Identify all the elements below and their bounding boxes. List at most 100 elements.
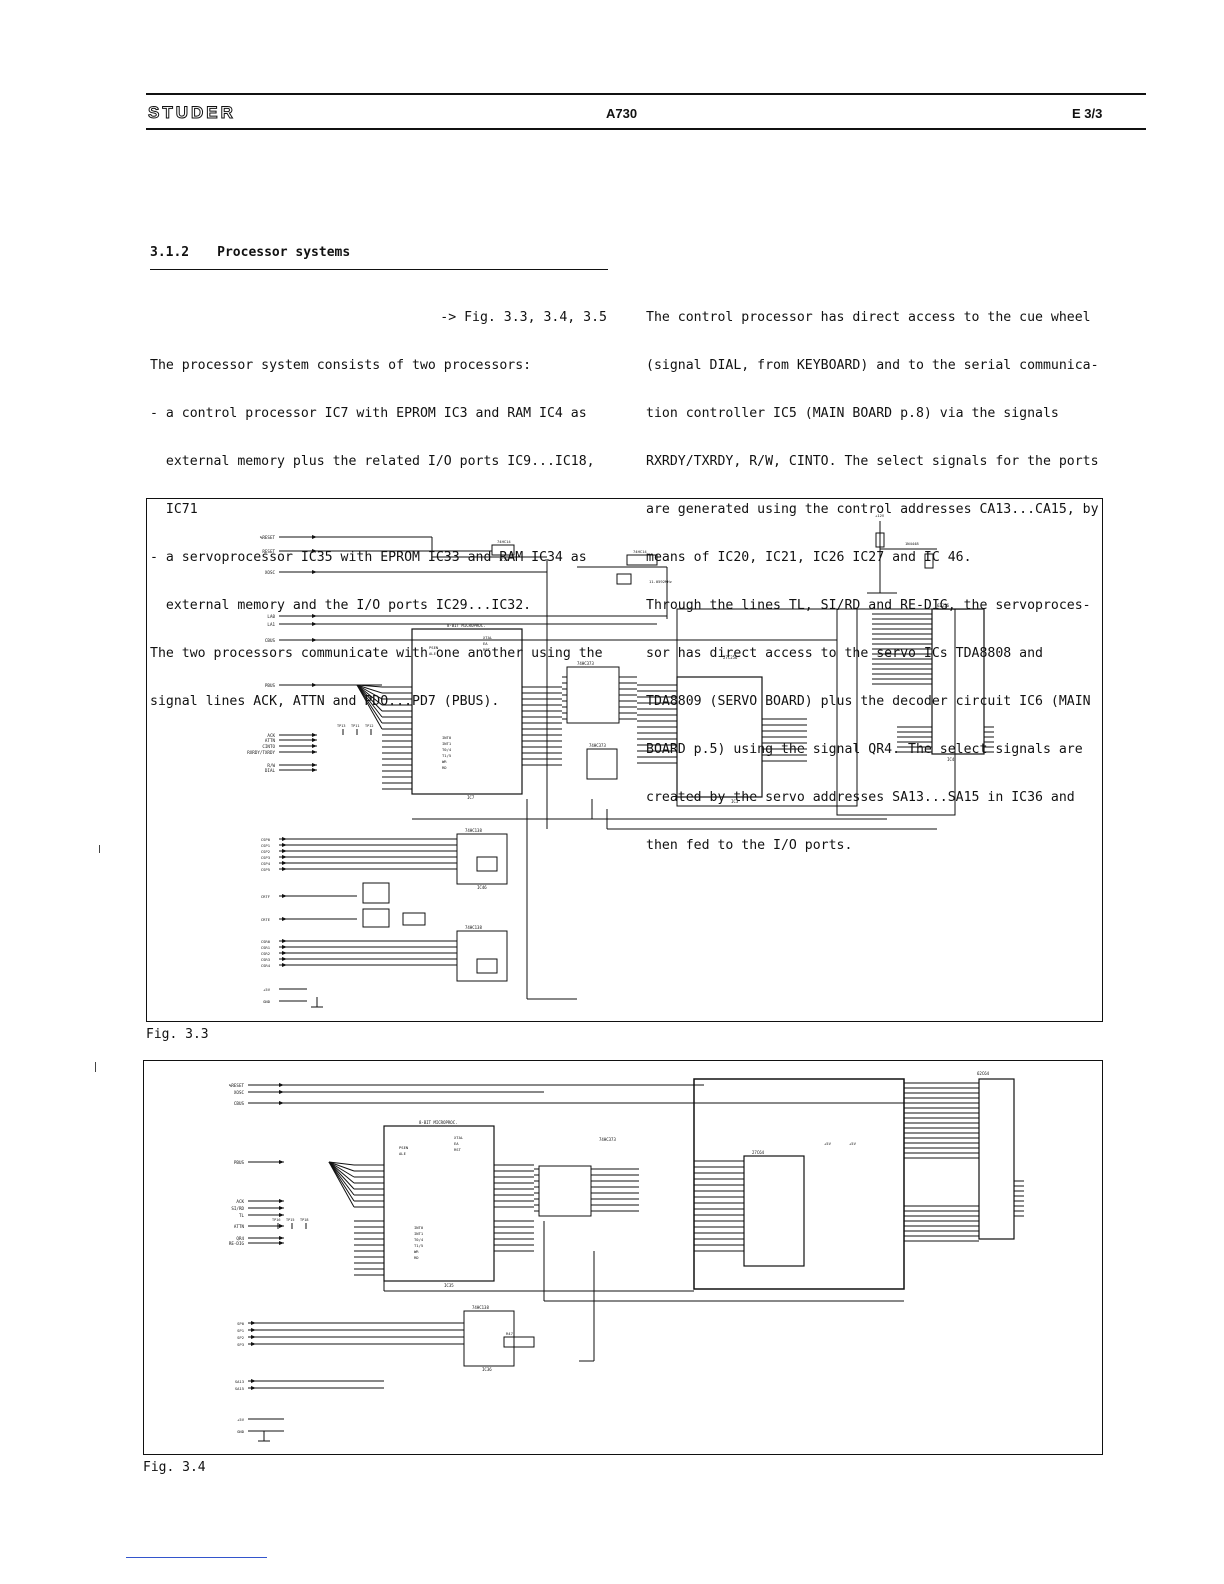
- pin-label: INT0: [442, 735, 452, 740]
- signal-arrow-icon: [312, 549, 317, 553]
- signal-arrow-icon: [312, 750, 317, 754]
- port-select-label: SP3: [237, 1342, 244, 1347]
- signal-arrow-icon: [312, 622, 317, 626]
- port-select-label: CSP0: [261, 837, 271, 842]
- signal-label: %RESET: [229, 1083, 245, 1088]
- ic-label: IC35: [444, 1283, 454, 1288]
- signal-label: CBUS: [234, 1101, 245, 1106]
- signal-arrow-icon: [279, 1199, 284, 1203]
- pin-label: ALE: [429, 651, 437, 656]
- signal-arrow-icon: [282, 867, 287, 871]
- signal-label: PBUS: [265, 683, 276, 688]
- decoder-ic38: [463, 1310, 515, 1367]
- signal-arrow-icon: [282, 963, 287, 967]
- bus-wire: [328, 1161, 355, 1190]
- pin-label: ALE: [399, 1151, 407, 1156]
- cs-label: CRTF: [261, 894, 271, 899]
- pin-label: RD: [414, 1255, 419, 1260]
- figure-3-3-caption: Fig. 3.3: [146, 1027, 209, 1042]
- signal-label: ATTN: [234, 1224, 245, 1229]
- port-select-label: SP1: [237, 1328, 245, 1333]
- text-line: RXRDY/TXRDY, R/W, CINTO. The select sign…: [646, 454, 1099, 469]
- pin-label: T1/5: [414, 1243, 423, 1248]
- testpoint-label: TP11: [351, 724, 359, 728]
- bus-wire: [328, 1161, 355, 1196]
- resistor-pair: [476, 958, 498, 974]
- signal-arrow-icon: [251, 1335, 256, 1339]
- ram-ic34: [978, 1078, 1015, 1240]
- signal-arrow-icon: [279, 1101, 284, 1105]
- signal-arrow-icon: [251, 1386, 256, 1390]
- bus-frame: [693, 1078, 905, 1290]
- signal-label: RESET: [262, 549, 275, 554]
- signal-label: RXRDY/TXRDY: [247, 750, 275, 755]
- bus-wire: [356, 684, 383, 706]
- pin-label: PSEN: [399, 1145, 409, 1150]
- text-line: TDA8809 (SERVO BOARD) plus the decoder c…: [646, 694, 1091, 709]
- signal-label: SI/RD: [231, 1206, 244, 1211]
- signal-arrow-icon: [282, 855, 287, 859]
- margin-mark: [99, 845, 100, 853]
- left-text-column: -> Fig. 3.3, 3.4, 3.5 The processor syst…: [150, 278, 610, 726]
- ic-label: IC7: [467, 795, 475, 800]
- text-line: external memory and the I/O ports IC29..…: [150, 598, 532, 613]
- chip-title: 74HC14: [497, 539, 511, 544]
- signal-label: ACK: [236, 1199, 244, 1204]
- chip-title: 27C64: [752, 1150, 765, 1155]
- bus-frame: [676, 608, 858, 807]
- chip-title: 74HC138: [465, 828, 482, 833]
- signal-arrow-icon: [282, 894, 287, 898]
- pin-label: XTAL: [483, 635, 493, 640]
- gate-ic20b: [402, 912, 426, 926]
- testpoint-label: TP15: [286, 1218, 294, 1222]
- signal-arrow-icon: [312, 744, 317, 748]
- port-select-label: CSP3: [261, 855, 270, 860]
- ram-ic4: [931, 608, 985, 755]
- supply-label: +5V: [849, 1141, 857, 1146]
- testpoint-label: TP18: [300, 1218, 308, 1222]
- model-name: A730: [606, 106, 638, 121]
- bus-wire: [328, 1161, 355, 1184]
- port-select-label: CSP4: [261, 861, 271, 866]
- signal-label: XOSC: [265, 570, 276, 575]
- chip-title: 8-BIT MICROPROC.: [419, 1120, 458, 1125]
- address-label: SA13: [235, 1379, 244, 1384]
- signal-arrow-icon: [312, 738, 317, 742]
- testpoint-label: TP12: [365, 724, 373, 728]
- pin-label: RD: [442, 765, 447, 770]
- pin-label: EA: [454, 1141, 459, 1146]
- chip-title: 74HC138: [472, 1305, 489, 1310]
- resistor-pair: [476, 856, 498, 872]
- chip-title: 8-BIT MICROPROC.: [447, 623, 486, 628]
- text-line: The two processors communicate with one …: [150, 646, 603, 661]
- pin-label: T1/5: [442, 753, 451, 758]
- port-select-label: SP2: [237, 1335, 244, 1340]
- chip-title: 62C64: [977, 1071, 990, 1076]
- crystal-label: 11.0592MHz: [649, 579, 672, 584]
- decoder-ic71: [456, 930, 508, 982]
- section-title: Processor systems: [217, 245, 351, 260]
- signal-label: QR4: [236, 1236, 244, 1241]
- port-select-label: CSP1: [261, 843, 271, 848]
- supply-label: +12V: [875, 513, 885, 518]
- header-bottom-rule: [146, 128, 1146, 130]
- signal-label: CBUS: [265, 638, 276, 643]
- margin-mark: [95, 1062, 96, 1072]
- figure-3-4-caption: Fig. 3.4: [143, 1460, 206, 1475]
- signal-arrow-icon: [279, 1213, 284, 1217]
- crystal: [616, 573, 632, 585]
- signal-label: ATTN: [265, 738, 276, 743]
- power-label: +5V: [263, 987, 271, 992]
- signal-arrow-icon: [279, 1206, 284, 1210]
- signal-arrow-icon: [312, 733, 317, 737]
- signal-label: PBUS: [234, 1160, 245, 1165]
- address-label: SA15: [235, 1386, 244, 1391]
- resistor: [503, 1336, 535, 1348]
- signal-arrow-icon: [312, 535, 317, 539]
- signal-label: LA0: [267, 614, 275, 619]
- bus-wire: [328, 1161, 355, 1178]
- chip-title: 74HC14: [633, 549, 647, 554]
- gate-ic71: [626, 554, 658, 566]
- signal-arrow-icon: [251, 1379, 256, 1383]
